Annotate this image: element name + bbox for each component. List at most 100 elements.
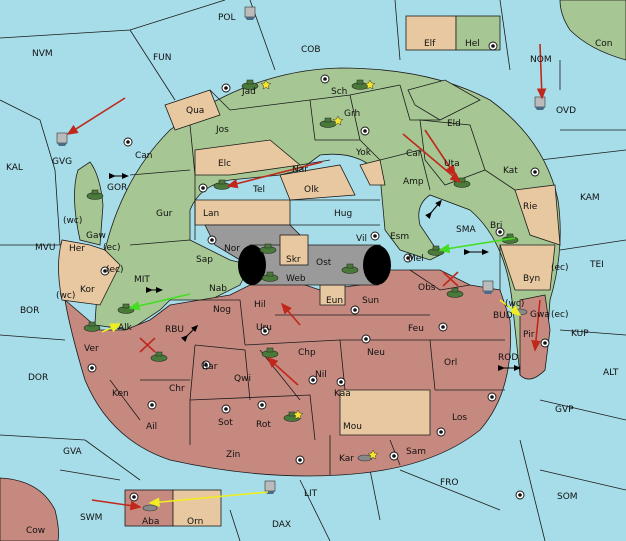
label-lit: LIT (304, 489, 318, 499)
label-nor: Nor (224, 244, 240, 254)
order-arrows (66, 43, 547, 511)
supply-center (123, 137, 133, 147)
label-hel: Hel (465, 39, 480, 49)
army-unit[interactable] (261, 347, 279, 358)
region-qua[interactable] (164, 89, 221, 131)
label-skr: Skr (286, 255, 301, 265)
supply-center (487, 392, 497, 402)
label-gva: GVA (63, 447, 83, 457)
label-som: SOM (557, 492, 578, 502)
label-web: Web (286, 274, 306, 284)
fleet-unit[interactable] (244, 6, 256, 20)
army-unit[interactable] (150, 351, 168, 362)
region-skr[interactable] (279, 234, 309, 266)
supply-center (308, 375, 318, 385)
label-sun: Sun (362, 296, 379, 306)
region-eld-zone[interactable] (407, 79, 481, 121)
label-chp: Chp (298, 348, 316, 358)
label-uta: Uta (444, 159, 460, 169)
supply-center (495, 227, 505, 237)
supply-center (129, 492, 139, 502)
supply-center (221, 404, 231, 414)
label-coast-ec: (ec) (106, 265, 124, 275)
army-unit[interactable] (341, 263, 359, 274)
label-alt: ALT (603, 368, 619, 378)
region-uta-zone[interactable] (419, 119, 486, 186)
label-nom: NOM (530, 55, 552, 65)
star-icon (292, 409, 304, 420)
region-west-tan[interactable] (58, 239, 121, 306)
supply-center (198, 183, 208, 193)
region-byn[interactable] (499, 244, 556, 291)
region-cow[interactable] (0, 477, 59, 541)
army-unit[interactable] (83, 321, 101, 332)
supply-center (436, 427, 446, 437)
label-coast-wc: (wc) (505, 299, 524, 309)
label-mvu: MVU (35, 243, 56, 253)
label-obs: Obs (418, 283, 436, 293)
region-rie[interactable] (514, 184, 561, 246)
label-bri: Bri (490, 221, 502, 231)
supply-center (221, 83, 231, 93)
army-unit[interactable] (259, 243, 277, 254)
region-core-east-cap (363, 245, 391, 285)
label-kal: KAL (6, 163, 23, 173)
label-qua: Qua (186, 106, 204, 116)
army-unit[interactable] (86, 189, 104, 200)
supply-center (361, 334, 371, 344)
label-sot: Sot (218, 418, 233, 428)
labels: POL NVM FUN COB Elf Hel Con NOM OVD KAL … (6, 13, 619, 536)
region-orn[interactable] (172, 489, 222, 527)
province-borders (109, 84, 516, 475)
build-stars (260, 79, 379, 460)
label-uru: Uru (256, 323, 272, 333)
label-kat: Kat (503, 166, 518, 176)
label-byn: Byn (523, 274, 540, 284)
label-ost: Ost (316, 258, 332, 268)
star-icon (367, 449, 379, 460)
army-unit[interactable] (319, 117, 337, 128)
region-elf[interactable] (405, 15, 457, 51)
supply-center (370, 231, 380, 241)
supply-center (530, 167, 540, 177)
army-unit[interactable] (446, 287, 464, 298)
label-mel: Mel (408, 254, 424, 264)
label-swm: SWM (80, 513, 102, 523)
army-unit[interactable] (241, 79, 259, 90)
region-gaw-strip[interactable] (74, 161, 104, 246)
label-nar: Nar (292, 165, 308, 175)
supply-center (540, 338, 550, 348)
label-ovd: OVD (556, 106, 576, 116)
region-olk[interactable] (279, 164, 356, 201)
fleet-unit[interactable] (56, 132, 68, 146)
label-fun: FUN (153, 53, 172, 63)
supply-center (207, 235, 217, 245)
supply-center (257, 400, 267, 410)
fleet-unit[interactable] (142, 504, 158, 512)
label-kaa: Kaa (334, 389, 351, 399)
fleet-unit[interactable] (357, 454, 373, 462)
label-rot: Rot (256, 420, 271, 430)
label-gvp: GVP (555, 405, 574, 415)
label-sch: Sch (331, 87, 347, 97)
region-mou[interactable] (339, 389, 431, 436)
fleet-unit[interactable] (534, 96, 546, 110)
supply-center (87, 363, 97, 373)
label-fro: FRO (440, 478, 459, 488)
label-sap: Sap (196, 255, 213, 265)
label-grh: Grh (344, 109, 360, 119)
region-elc[interactable] (194, 139, 301, 176)
region-yok-tan[interactable] (359, 159, 386, 186)
region-con[interactable] (559, 0, 626, 61)
supply-center (201, 360, 211, 370)
label-esm: Esm (390, 232, 409, 242)
army-unit[interactable] (261, 271, 279, 282)
label-hug: Hug (334, 209, 352, 219)
label-elf: Elf (424, 39, 436, 49)
label-coast-wc: (wc) (56, 291, 75, 301)
label-qwi: Qwi (234, 374, 251, 384)
fleet-unit[interactable] (482, 280, 494, 294)
supply-center (147, 400, 157, 410)
label-aba: Aba (142, 517, 159, 527)
